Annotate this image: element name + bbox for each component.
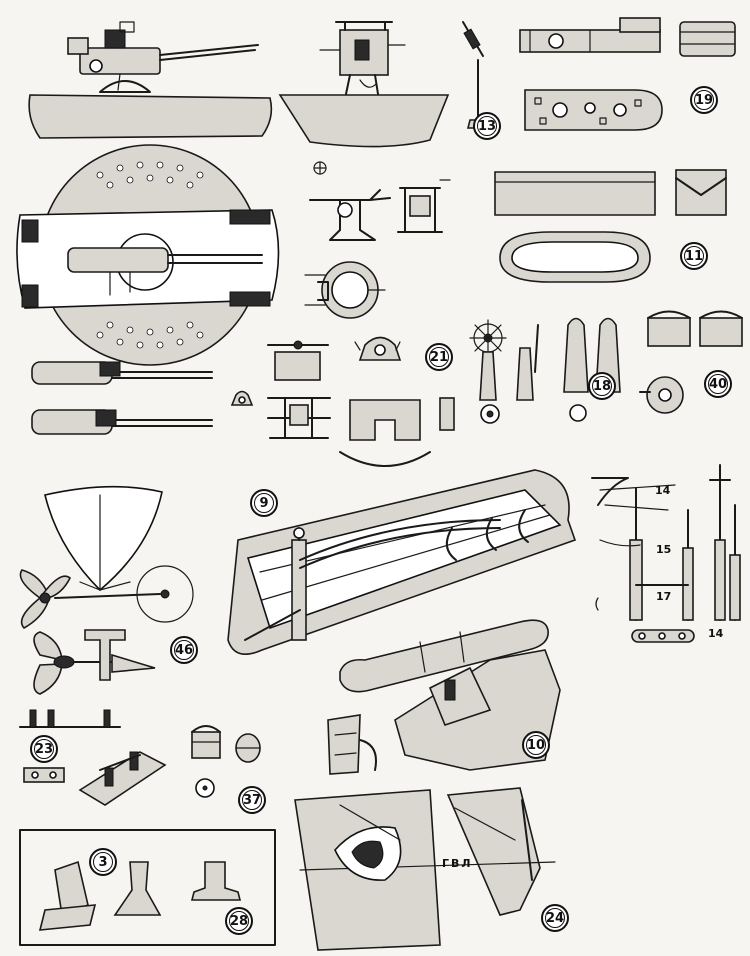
steering-pedestals <box>469 317 621 424</box>
gun-on-turntable <box>16 144 280 366</box>
hull-torpedo-section <box>227 469 577 656</box>
deck-gun-side-view <box>28 21 273 139</box>
badge-28: 28 <box>225 907 253 935</box>
torpedo-tubes <box>31 361 213 435</box>
badge-18: 18 <box>588 372 616 400</box>
masts <box>591 464 741 643</box>
propeller-guard <box>19 485 194 630</box>
small-fittings <box>230 336 455 467</box>
badge-21: 21 <box>425 343 453 371</box>
propeller-shaft <box>33 629 156 695</box>
mast-label-15: 15 <box>656 543 672 556</box>
mast-label-14-bottom: 14 <box>708 627 724 640</box>
waterline-label: ГВЛ <box>442 857 473 870</box>
detail-box <box>19 829 276 946</box>
hatch-boxes <box>639 310 743 414</box>
hull-plate-hatch <box>294 787 556 951</box>
badge-37: 37 <box>238 786 266 814</box>
badge-46: 46 <box>170 636 198 664</box>
badge-40: 40 <box>704 370 732 398</box>
gun-mount-details <box>304 161 451 319</box>
badge-9: 9 <box>250 489 278 517</box>
life-boat <box>494 169 727 283</box>
badge-10: 10 <box>522 731 550 759</box>
mast-label-14-top: 14 <box>655 484 671 497</box>
mast-label-17: 17 <box>656 590 672 603</box>
badge-3: 3 <box>89 848 117 876</box>
badge-23: 23 <box>30 735 58 763</box>
badge-13: 13 <box>473 112 501 140</box>
badge-11: 11 <box>680 242 708 270</box>
badge-24: 24 <box>541 904 569 932</box>
badge-19: 19 <box>690 86 718 114</box>
torpedo-launcher <box>327 619 561 775</box>
vent-caps <box>191 725 261 798</box>
deck-gun-front-view <box>278 21 450 148</box>
tower-deck-parts <box>519 17 736 131</box>
bollards <box>19 709 167 806</box>
